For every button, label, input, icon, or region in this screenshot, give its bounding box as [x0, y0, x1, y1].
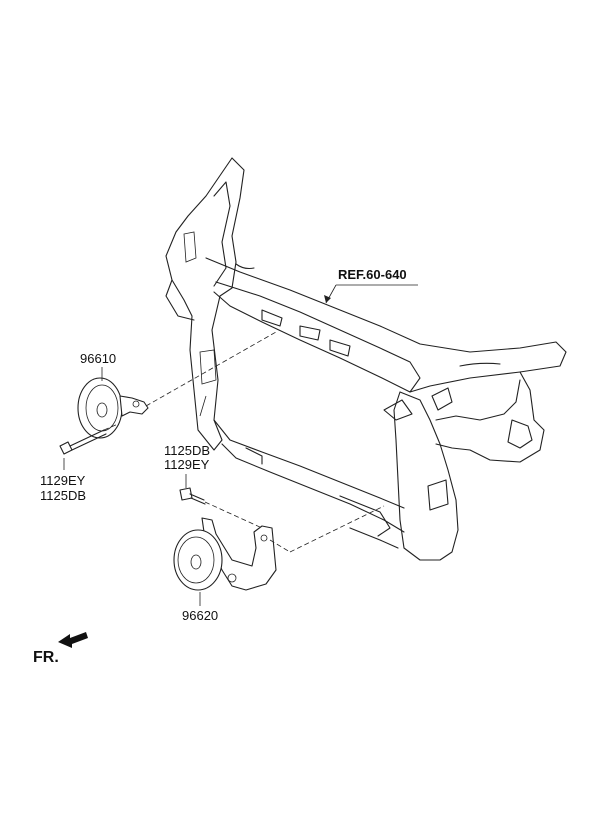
front-end-module — [165, 157, 567, 561]
bolt-lower-line — [204, 501, 263, 529]
bolt-upper-code-2: 1125DB — [40, 488, 86, 503]
bolt-upper-line — [103, 423, 119, 431]
reference-label: REF.60-640 — [338, 267, 407, 282]
horn-lower-part-number: 96620 — [182, 608, 218, 623]
reference-arrowhead — [324, 295, 331, 303]
front-arrow-icon — [58, 632, 88, 648]
horn-upper-mount-line — [145, 331, 277, 407]
horn-lower-mount-line — [269, 539, 291, 553]
horn-lower-to-module-line — [289, 505, 385, 553]
horn-lower-rim — [177, 536, 215, 584]
bolt-upper — [59, 429, 107, 455]
front-indicator-label: FR. — [33, 649, 59, 666]
horn-lower-center — [190, 554, 202, 570]
horn-upper-assembly — [77, 377, 149, 439]
horn-upper-body — [77, 377, 123, 439]
horn-lower-assembly — [173, 517, 277, 591]
bolt-upper-code-1: 1129EY — [40, 473, 86, 488]
bolt-lower-code-2: 1129EY — [164, 457, 210, 472]
bolt-lower-code-1: 1125DB — [164, 443, 210, 458]
horn-upper-part-number: 96610 — [80, 351, 116, 366]
horn-lower-body — [173, 529, 223, 591]
horn-upper-center — [96, 402, 108, 418]
bolt-lower — [179, 487, 206, 505]
